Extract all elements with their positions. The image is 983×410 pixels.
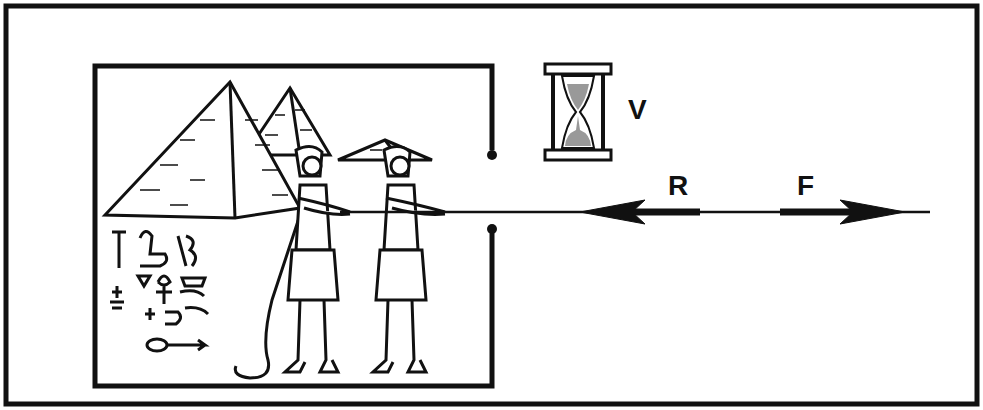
panel-frame [95, 66, 492, 386]
hieroglyphs [110, 231, 208, 351]
force-label: F [797, 172, 814, 200]
hourglass-symbol [545, 64, 611, 160]
force-arrow [780, 200, 905, 224]
pyramids [105, 82, 432, 218]
velocity-label: V [628, 96, 647, 124]
pyramid-hatching [140, 110, 410, 205]
panel-hook [487, 150, 497, 160]
resistance-arrow [580, 200, 700, 224]
egyptian-figure [285, 146, 350, 372]
panel-hook [487, 224, 497, 234]
resistance-label: R [668, 172, 688, 200]
rope [340, 211, 930, 214]
egyptian-figure [373, 146, 445, 372]
outer-frame [6, 6, 977, 404]
